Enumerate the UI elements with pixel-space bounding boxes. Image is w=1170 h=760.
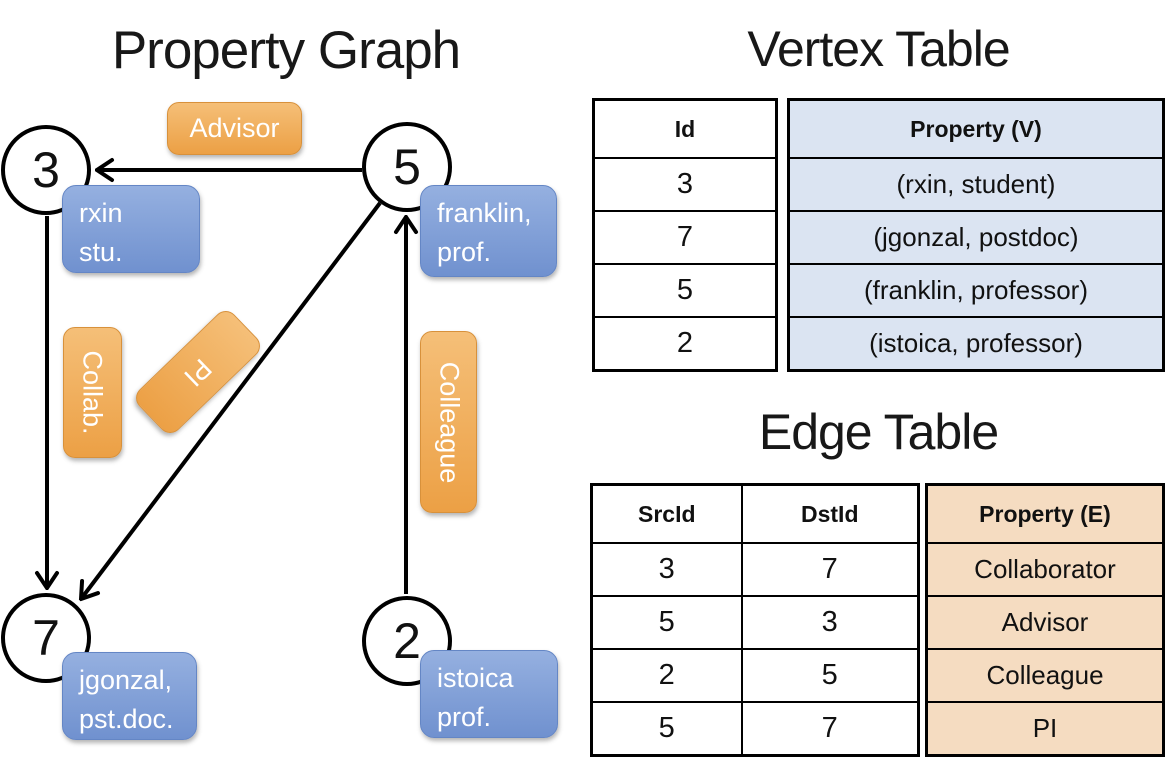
edge-label-text: PI	[178, 352, 218, 393]
table-row: PI	[926, 701, 1164, 756]
vertex-label-rxin: rxin stu.	[62, 185, 200, 273]
table-row: 3	[593, 157, 777, 211]
id-cell: 2	[593, 316, 777, 371]
vertex-label-line: istoica	[437, 663, 514, 693]
edge-label-text: Colleague	[434, 361, 464, 483]
id-cell: 3	[593, 157, 777, 211]
node-id: 5	[393, 139, 421, 195]
table-row: Colleague	[926, 648, 1164, 702]
edge-label-colleague: Colleague	[420, 331, 477, 513]
vertex-label-line: stu.	[79, 237, 123, 268]
vertex-label-line: rxin	[79, 198, 123, 228]
node-id: 3	[32, 142, 60, 198]
dst-cell: 7	[740, 701, 919, 756]
edge-label-collab: Collab.	[63, 327, 122, 458]
table-row: 5 3	[591, 595, 919, 649]
property-cell: Advisor	[926, 595, 1164, 649]
vertex-label-line: prof.	[437, 237, 492, 268]
edge-table-dst-header: DstId	[740, 484, 919, 543]
table-row: 2 5	[591, 648, 919, 702]
vertex-table-title: Vertex Table	[747, 21, 1010, 77]
src-cell: 2	[591, 648, 742, 702]
property-cell: Collaborator	[926, 542, 1164, 596]
property-cell: PI	[926, 701, 1164, 756]
id-cell: 7	[593, 210, 777, 264]
property-cell: Colleague	[926, 648, 1164, 702]
vertex-label-istoica: istoica prof.	[420, 650, 558, 738]
vertex-label-line: jgonzal,	[79, 665, 173, 695]
graph-edges	[0, 0, 580, 760]
node-id: 2	[393, 613, 421, 669]
property-cell: (istoica, professor)	[788, 316, 1164, 371]
edge-label-text: Advisor	[189, 113, 280, 143]
table-row: 5	[593, 263, 777, 317]
edge-table-property-column: Property (E) Collaborator Advisor Collea…	[925, 483, 1165, 757]
property-cell: (franklin, professor)	[788, 263, 1164, 317]
vertex-label-jgonzal: jgonzal, pst.doc.	[62, 652, 197, 740]
edge-label-text: Collab.	[78, 350, 109, 435]
table-row: Advisor	[926, 595, 1164, 649]
table-row: (jgonzal, postdoc)	[788, 210, 1164, 264]
node-circle-5: 5	[362, 122, 452, 212]
node-id: 7	[32, 610, 60, 666]
vertex-table-id-column: Id 3 7 5 2	[592, 98, 778, 372]
edge-label-advisor: Advisor	[167, 102, 302, 155]
src-cell: 3	[591, 542, 742, 596]
table-row: 5 7	[591, 701, 919, 756]
dst-cell: 7	[740, 542, 919, 596]
id-cell: 5	[593, 263, 777, 317]
edge-table-title: Edge Table	[758, 404, 999, 460]
vertex-table-property-header: Property (V)	[788, 99, 1164, 158]
dst-cell: 3	[740, 595, 919, 649]
src-cell: 5	[591, 595, 742, 649]
edge-table-src-header: SrcId	[637, 500, 696, 527]
table-row: 3 7	[591, 542, 919, 596]
vertex-table-property-column: Property (V) (rxin, student) (jgonzal, p…	[787, 98, 1165, 372]
edge-table-property-header: Property (E)	[926, 484, 1164, 543]
table-row: (rxin, student)	[788, 157, 1164, 211]
vertex-label-franklin: franklin, prof.	[420, 185, 557, 277]
property-cell: (rxin, student)	[788, 157, 1164, 211]
node-circle-2: 2	[362, 596, 452, 686]
property-cell: (jgonzal, postdoc)	[788, 210, 1164, 264]
table-row: 2	[593, 316, 777, 371]
src-cell: 5	[591, 701, 742, 756]
edge-pi-5-to-7	[81, 201, 382, 599]
graph-title: Property Graph	[111, 21, 461, 80]
table-row: (franklin, professor)	[788, 263, 1164, 317]
vertex-label-line: franklin,	[437, 198, 532, 228]
vertex-label-line: pst.doc.	[79, 704, 174, 735]
edge-table-id-columns: SrcId DstId 3 7 5 3 2 5 5 7	[590, 483, 920, 757]
table-row: (istoica, professor)	[788, 316, 1164, 371]
dst-cell: 5	[740, 648, 919, 702]
vertex-table-id-header: Id	[674, 115, 696, 142]
table-row: 7	[593, 210, 777, 264]
vertex-label-line: prof.	[437, 702, 492, 733]
table-row: Collaborator	[926, 542, 1164, 596]
